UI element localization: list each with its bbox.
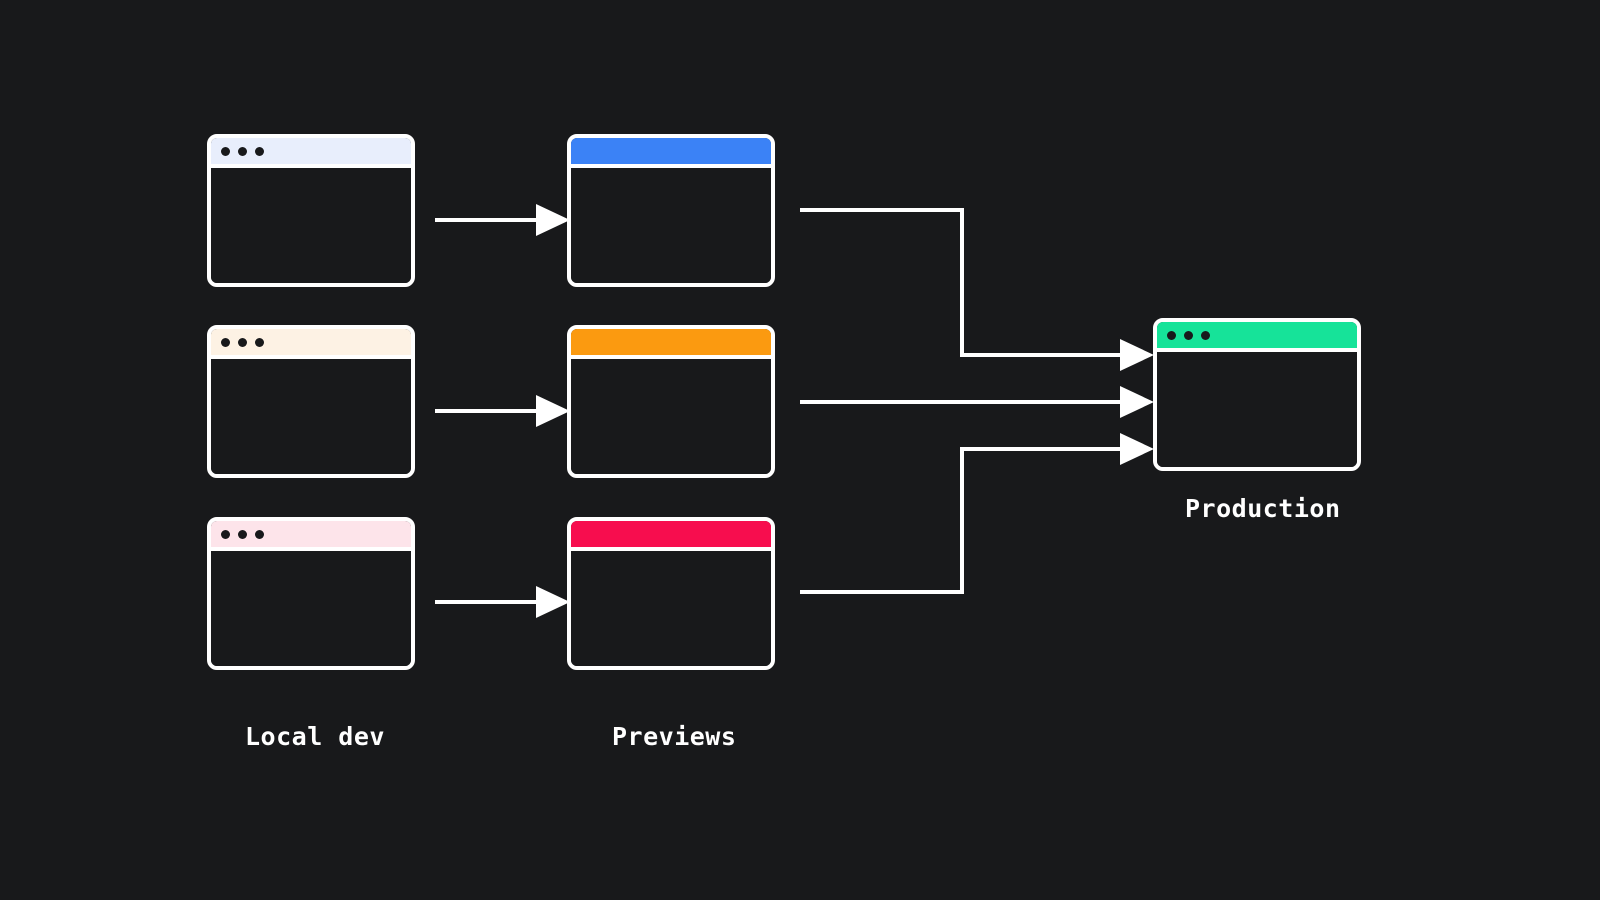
local-dev-window-1-viewport: [211, 168, 411, 283]
window-dot-icon: [238, 337, 247, 347]
preview-window-orange-viewport: [571, 359, 771, 474]
arrow-preview-1-to-production: [800, 208, 1154, 371]
stage-label-production: Production: [1185, 494, 1341, 523]
preview-window-orange-titlebar: [571, 329, 771, 359]
window-dot-icon: [221, 146, 230, 156]
preview-window-blue-titlebar: [571, 138, 771, 168]
local-dev-window-2[interactable]: [207, 325, 415, 478]
local-dev-window-1-titlebar: [211, 138, 411, 168]
window-dot-icon: [1201, 330, 1210, 340]
production-window[interactable]: [1153, 318, 1361, 471]
local-dev-window-1[interactable]: [207, 134, 415, 287]
window-dot-icon: [1167, 330, 1176, 340]
window-dot-icon: [238, 529, 247, 539]
window-dot-icon: [1184, 330, 1193, 340]
window-dot-icon: [255, 529, 264, 539]
local-dev-window-3[interactable]: [207, 517, 415, 670]
production-window-viewport: [1157, 352, 1357, 467]
production-window-titlebar: [1157, 322, 1357, 352]
local-dev-window-3-viewport: [211, 551, 411, 666]
window-dot-icon: [221, 337, 230, 347]
preview-window-red-titlebar: [571, 521, 771, 551]
arrow-preview-3-to-production: [800, 433, 1154, 594]
window-dot-icon: [221, 529, 230, 539]
local-dev-window-2-titlebar: [211, 329, 411, 359]
preview-window-blue-viewport: [571, 168, 771, 283]
stage-label-previews: Previews: [612, 722, 737, 751]
stage-label-local-dev: Local dev: [245, 722, 385, 751]
window-dot-icon: [238, 146, 247, 156]
preview-window-blue[interactable]: [567, 134, 775, 287]
local-dev-window-3-titlebar: [211, 521, 411, 551]
window-dot-icon: [255, 146, 264, 156]
preview-window-orange[interactable]: [567, 325, 775, 478]
preview-window-red[interactable]: [567, 517, 775, 670]
preview-window-red-viewport: [571, 551, 771, 666]
local-dev-window-2-viewport: [211, 359, 411, 474]
window-dot-icon: [255, 337, 264, 347]
